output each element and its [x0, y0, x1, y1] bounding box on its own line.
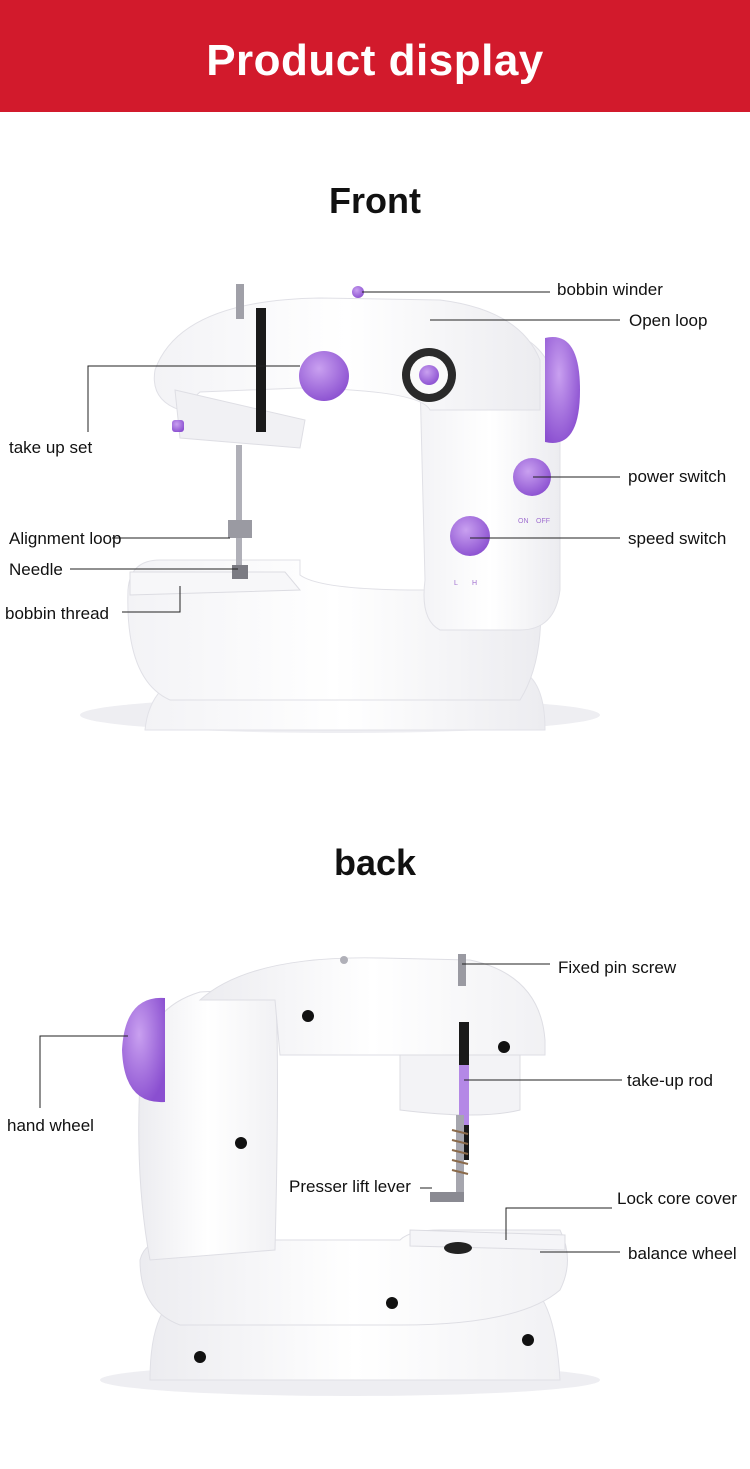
back-sewing-machine-image	[39, 954, 622, 1396]
label-presser-lift-lever: Presser lift lever	[289, 1177, 411, 1196]
label-alignment-loop: Alignment loop	[9, 529, 122, 548]
header-banner: Product display	[0, 0, 750, 112]
label-lock-core-cover: Lock core cover	[617, 1189, 737, 1208]
label-hand-wheel: hand wheel	[7, 1116, 94, 1135]
front-sewing-machine-image: ON OFF L H	[70, 284, 620, 733]
label-balance-wheel: balance wheel	[628, 1244, 737, 1263]
back-section-title: back	[333, 842, 417, 883]
high-mark: H	[472, 580, 477, 587]
label-power-switch: power switch	[628, 467, 727, 486]
label-open-loop: Open loop	[629, 311, 708, 330]
off-mark: OFF	[536, 518, 550, 525]
label-speed-switch: speed switch	[628, 529, 727, 548]
label-take-up-rod: take-up rod	[627, 1071, 713, 1090]
label-bobbin-thread: bobbin thread	[5, 604, 109, 623]
low-mark: L	[454, 580, 458, 587]
label-take-up-set: take up set	[9, 438, 93, 457]
label-needle: Needle	[9, 560, 63, 579]
banner-title: Product display	[206, 36, 544, 85]
front-section-title: Front	[329, 180, 421, 221]
on-mark: ON	[518, 518, 529, 525]
label-fixed-pin-screw: Fixed pin screw	[558, 958, 677, 977]
label-bobbin-winder: bobbin winder	[557, 280, 663, 299]
